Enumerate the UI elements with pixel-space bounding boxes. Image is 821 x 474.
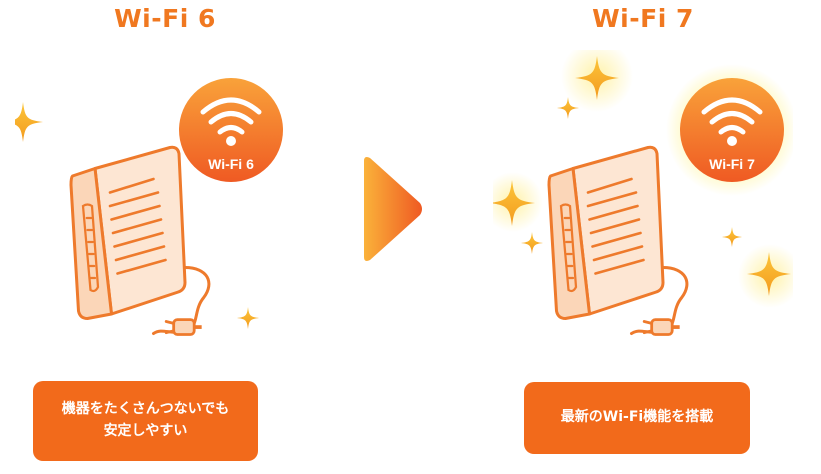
wifi6-title: Wi-Fi 6 xyxy=(114,4,216,33)
wifi7-badge-label: Wi-Fi 7 xyxy=(709,156,755,172)
sparkle-icon xyxy=(722,227,742,247)
wifi6-badge: Wi-Fi 6 xyxy=(179,78,283,182)
plug-icon xyxy=(642,317,681,337)
router-icon xyxy=(69,145,211,336)
wifi6-caption-line2: 安定しやすい xyxy=(103,423,188,439)
wifi6-caption: 機器をたくさんつないでも 安定しやすい xyxy=(33,381,258,461)
sparkle-icon xyxy=(521,232,543,254)
wifi7-illustration: Wi-Fi 7 xyxy=(493,50,793,337)
wifi7-caption: 最新のWi-Fi機能を搭載 xyxy=(524,382,750,454)
wifi6-caption-line1: 機器をたくさんつないでも xyxy=(61,401,230,418)
sparkle-icon xyxy=(15,102,43,142)
router-icon xyxy=(547,145,689,336)
wifi7-title: Wi-Fi 7 xyxy=(592,4,694,33)
wifi6-badge-label: Wi-Fi 6 xyxy=(208,156,254,172)
plug-icon xyxy=(164,317,203,337)
wifi-icon xyxy=(200,97,262,135)
wifi7-panel: Wi-Fi 7 Wi-Fi 7 最新のWi-Fi機能を搭載 xyxy=(493,0,793,474)
wifi6-panel: Wi-Fi 6 Wi-Fi 6 機器をたくさんつないでも 安定しやすい xyxy=(15,0,315,474)
sparkle-icon xyxy=(237,307,259,329)
wifi7-caption-line1: 最新のWi-Fi機能を搭載 xyxy=(560,409,714,426)
wifi7-badge: Wi-Fi 7 xyxy=(666,64,793,196)
arrow-right-icon xyxy=(364,157,422,261)
wifi-icon xyxy=(701,97,763,135)
wifi6-illustration: Wi-Fi 6 xyxy=(15,78,283,337)
